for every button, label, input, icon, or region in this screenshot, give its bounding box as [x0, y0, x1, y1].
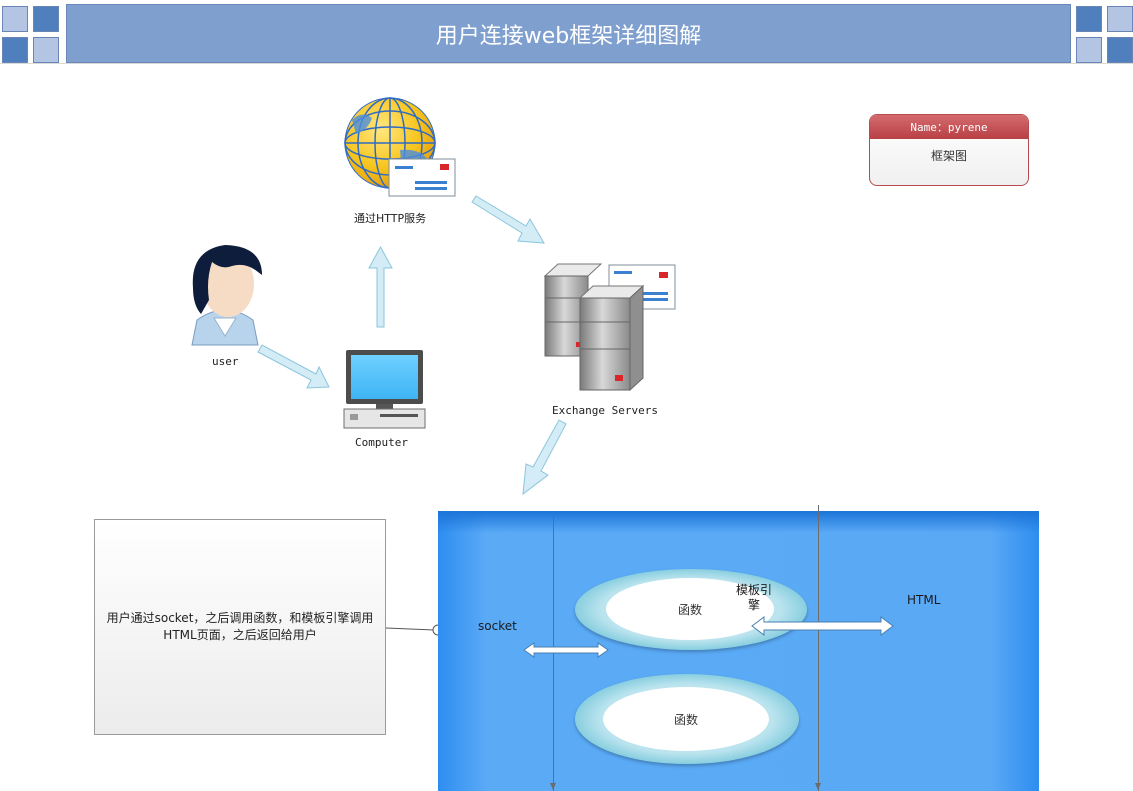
title-divider	[0, 63, 1133, 64]
name-card-header: Name：pyrene	[870, 115, 1028, 139]
framework-arrows	[523, 616, 894, 790]
description-connector	[385, 624, 444, 636]
corner-square	[33, 6, 59, 32]
corner-square	[1107, 37, 1133, 63]
arrow-servers-to-framework	[522, 419, 567, 496]
computer-label: Computer	[355, 436, 408, 449]
corner-square	[1076, 6, 1102, 32]
framework-panel: 函数 函数 socket HTML 模板引擎	[438, 505, 1039, 791]
description-text: 用户通过socket，之后调用函数，和模板引擎调用HTML页面，之后返回给用户	[106, 611, 374, 642]
page-title: 用户连接web框架详细图解	[66, 4, 1071, 63]
function-ring-bottom: 函数	[575, 674, 799, 764]
socket-double-arrow	[523, 642, 609, 658]
html-label: HTML	[907, 593, 941, 607]
servers-icon	[543, 263, 676, 392]
function-bottom-label: 函数	[603, 687, 769, 751]
lane-arrowhead-right	[815, 783, 821, 790]
corner-square	[33, 37, 59, 63]
html-lane-line	[818, 505, 819, 791]
envelope-icon	[388, 158, 456, 197]
template-engine-label: 模板引擎	[735, 583, 772, 612]
corner-square	[2, 6, 28, 32]
user-label: user	[212, 355, 239, 368]
html-double-arrow	[751, 616, 894, 636]
function-top-label: 函数	[606, 578, 774, 640]
corner-square	[2, 37, 28, 63]
arrow-user-to-computer	[257, 344, 330, 389]
user-icon	[191, 245, 262, 346]
computer-icon	[343, 350, 426, 429]
arrow-http-to-servers	[471, 195, 545, 244]
http-service-label: 通过HTTP服务	[354, 212, 427, 225]
function-ring-top: 函数	[575, 569, 807, 650]
name-card-body: 框架图	[930, 149, 967, 163]
name-card: Name：pyrene 框架图	[869, 114, 1029, 186]
corner-square	[1076, 37, 1102, 63]
description-box: 用户通过socket，之后调用函数，和模板引擎调用HTML页面，之后返回给用户	[94, 519, 386, 735]
arrow-computer-to-http	[368, 245, 393, 328]
exchange-servers-label: Exchange Servers	[552, 404, 658, 417]
lane-arrowhead-left	[550, 783, 556, 790]
socket-label: socket	[478, 619, 517, 633]
